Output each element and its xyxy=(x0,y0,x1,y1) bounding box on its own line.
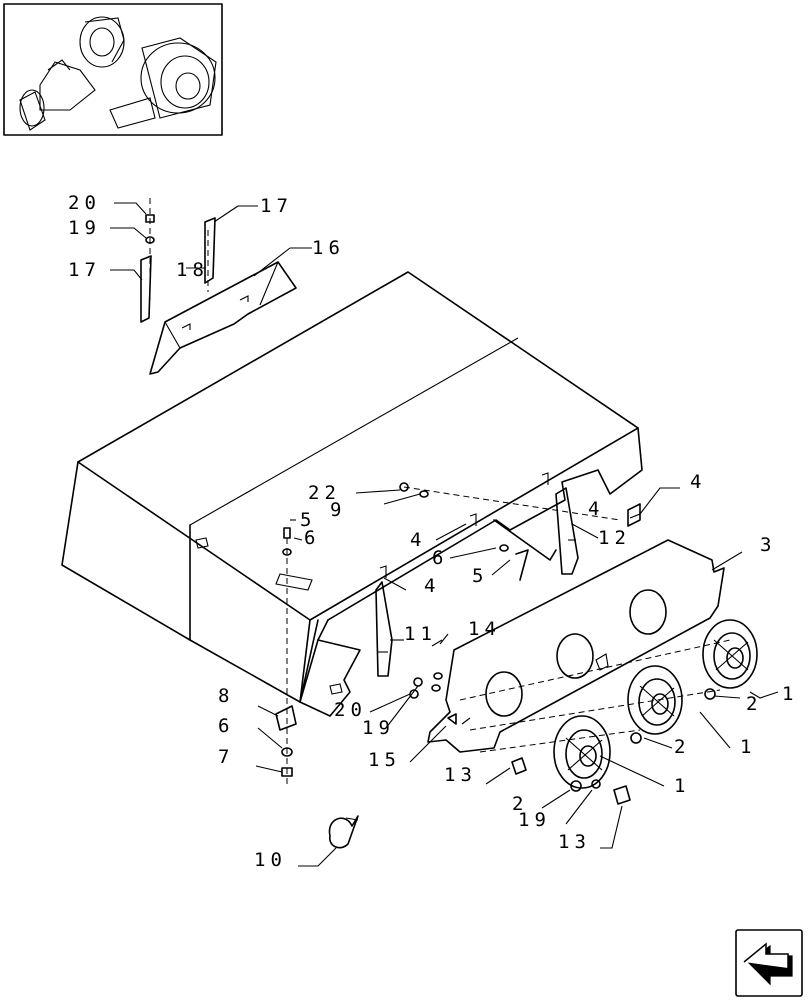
part-label: 4 xyxy=(424,575,440,597)
part-label: 6 xyxy=(218,715,234,737)
part-label: 1 xyxy=(782,683,798,705)
part-label: 9 xyxy=(330,499,346,521)
part-label: 19 xyxy=(518,809,551,831)
part-label: 22 xyxy=(308,482,341,504)
part-label: 20 xyxy=(68,192,101,214)
fasteners xyxy=(275,482,731,805)
part-label: 4 xyxy=(588,498,604,520)
radiator-fan xyxy=(627,665,683,735)
part-label: 16 xyxy=(312,237,345,259)
next-page-arrow-icon[interactable] xyxy=(735,929,803,997)
part-label: 5 xyxy=(300,509,316,531)
part-label: 7 xyxy=(218,746,234,768)
part-label: 6 xyxy=(304,527,320,549)
part-label: 13 xyxy=(444,764,477,786)
part-label: 6 xyxy=(432,547,448,569)
part-label: 19 xyxy=(68,217,101,239)
part-labels: 20 19 17 17 18 16 22 9 5 6 4 4 6 5 12 4 … xyxy=(68,192,798,871)
part-label: 1 xyxy=(740,736,756,758)
cable-tie xyxy=(328,815,359,849)
part-label: 11 xyxy=(404,623,437,645)
part-label: 17 xyxy=(260,195,293,217)
part-label: 2 xyxy=(746,693,762,715)
part-label: 19 xyxy=(362,717,395,739)
part-label: 8 xyxy=(218,685,234,707)
leader-lines xyxy=(110,202,779,867)
radiator-fan xyxy=(553,715,611,789)
assembly-thumbnail-icon xyxy=(3,3,223,136)
part-label: 13 xyxy=(558,831,591,853)
part-label: 2 xyxy=(674,736,690,758)
hood-panel xyxy=(61,271,643,717)
part-label: 2 xyxy=(512,793,528,815)
part-label: 5 xyxy=(472,565,488,587)
part-label: 4 xyxy=(410,529,426,551)
part-label: 20 xyxy=(334,699,367,721)
hanger-bracket xyxy=(140,198,297,375)
part-label: 1 xyxy=(674,775,690,797)
part-label: 10 xyxy=(254,849,287,871)
part-label: 12 xyxy=(598,527,631,549)
part-label: 4 xyxy=(690,471,706,493)
part-label: 18 xyxy=(176,259,209,281)
part-label: 15 xyxy=(368,749,401,771)
fan-mounting-panel xyxy=(427,539,725,753)
part-label: 3 xyxy=(760,534,776,556)
part-label: 14 xyxy=(468,618,501,640)
radiator-fan xyxy=(702,619,758,689)
part-label: 17 xyxy=(68,259,101,281)
